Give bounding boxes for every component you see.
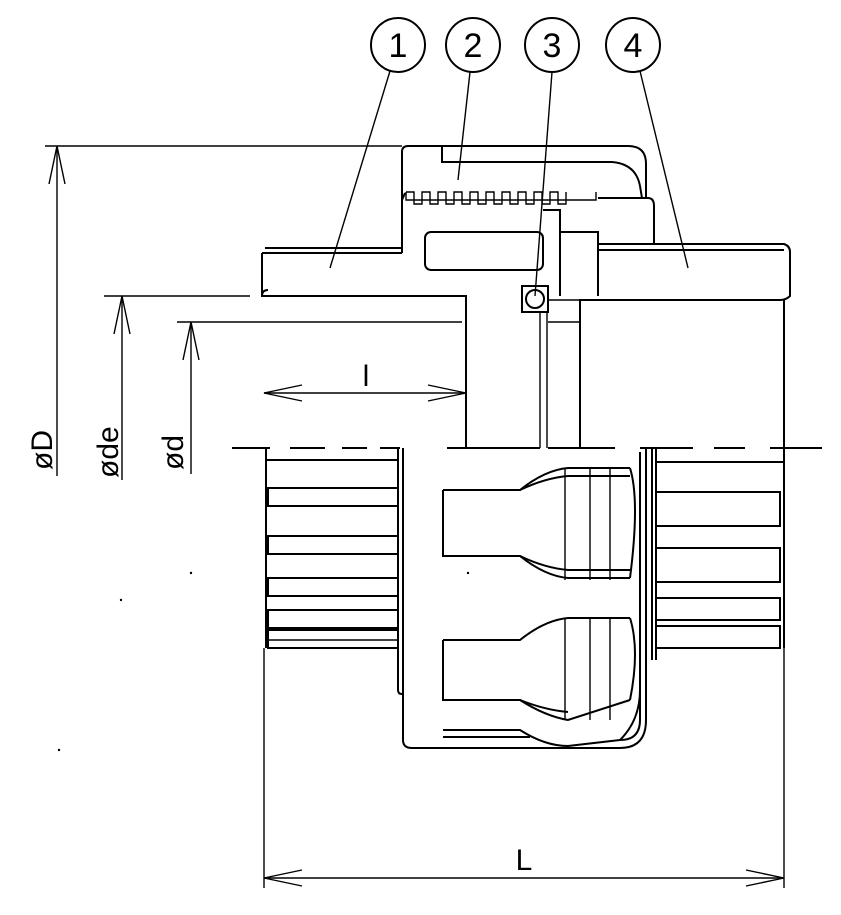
callout-2-number: 2 bbox=[464, 27, 483, 65]
callout-4-number: 4 bbox=[624, 27, 643, 65]
union-view-lower bbox=[265, 448, 785, 888]
external-diameter-label: øde bbox=[92, 426, 125, 478]
callout-4: 4 bbox=[605, 17, 661, 73]
callout-2: 2 bbox=[445, 17, 501, 73]
stray-dots bbox=[57, 571, 470, 752]
callout-3-number: 3 bbox=[543, 27, 562, 65]
callout-1-number: 1 bbox=[389, 27, 408, 65]
overall-length-label: L bbox=[516, 844, 533, 877]
socket-length-label: l bbox=[363, 360, 370, 393]
dimension-lines bbox=[45, 145, 785, 888]
outer-diameter-label: øD bbox=[26, 430, 59, 470]
internal-diameter-label: ød bbox=[157, 435, 190, 470]
callout-3: 3 bbox=[524, 17, 580, 73]
union-section-upper bbox=[261, 145, 791, 448]
callout-1: 1 bbox=[370, 17, 426, 73]
leader-lines bbox=[329, 70, 689, 297]
